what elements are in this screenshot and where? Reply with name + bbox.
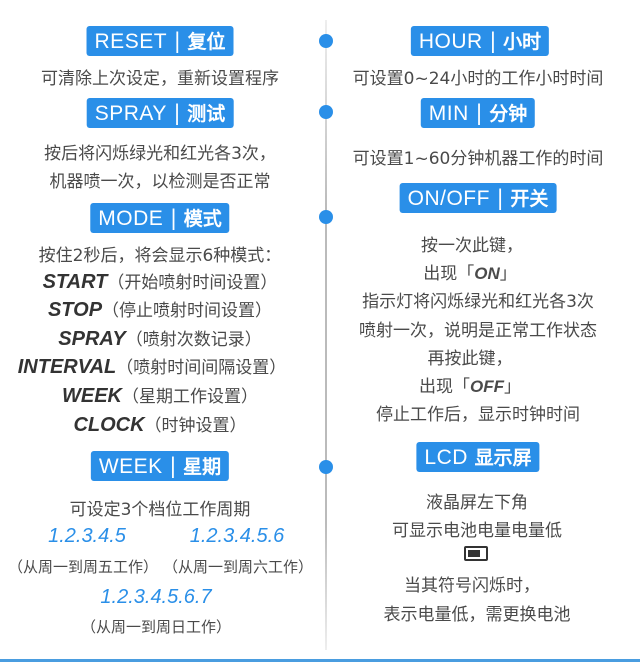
hour-desc: 可设置0~24小时的工作小时时间	[352, 69, 604, 89]
timeline-dot	[319, 210, 333, 224]
onoff-line: 停止工作后，显示时钟时间	[376, 405, 580, 425]
lcd-line: 表示电量低，需更换电池	[383, 605, 571, 625]
mode-item: INTERVAL（喷射时间间隔设置）	[17, 356, 287, 378]
lcd-badge: LCD 显示屏	[416, 442, 540, 472]
week-option-desc: （从周一到周六工作）	[162, 558, 314, 576]
mode-item: START（开始喷射时间设置）	[42, 271, 278, 293]
onoff-line: 出现「ON」	[423, 264, 517, 284]
reset-badge: RESET | 复位	[86, 26, 234, 56]
week-option-value: 1.2.3.4.5	[48, 525, 126, 547]
timeline-dot	[319, 34, 333, 48]
week-badge: WEEK | 星期	[90, 451, 230, 481]
timeline-line	[325, 20, 327, 650]
timeline-dot	[319, 460, 333, 474]
min-badge: MIN | 分钟	[420, 98, 536, 128]
lcd-line: 液晶屏左下角	[426, 493, 528, 513]
mode-badge: MODE | 模式	[90, 203, 230, 233]
week-option-value: 1.2.3.4.5.6	[189, 525, 285, 547]
week-option-value: 1.2.3.4.5.6.7	[100, 586, 212, 608]
lcd-line: 可显示电池电量电量低	[392, 521, 562, 541]
spray-desc: 机器喷一次，以检测是否正常	[49, 172, 271, 192]
mode-item: WEEK（星期工作设置）	[62, 385, 258, 407]
reset-desc: 可清除上次设定，重新设置程序	[41, 69, 279, 89]
onoff-line: 喷射一次，说明是正常工作状态	[359, 321, 597, 341]
mode-item: STOP（停止喷射时间设置）	[47, 299, 273, 321]
onoff-line: 指示灯将闪烁绿光和红光各3次	[362, 292, 594, 312]
mode-item: SPRAY（喷射次数记录）	[58, 328, 262, 350]
mode-intro: 按住2秒后，将会显示6种模式：	[38, 246, 282, 266]
spray-desc: 按后将闪烁绿光和红光各3次，	[44, 144, 276, 164]
battery-low-icon	[464, 546, 488, 566]
week-option-desc: （从周一到周五工作）	[7, 558, 159, 576]
timeline-dot	[319, 105, 333, 119]
week-desc: 可设定3个档位工作周期	[69, 500, 251, 520]
mode-item: CLOCK（时钟设置）	[73, 414, 247, 436]
onoff-line: 再按此键，	[427, 349, 513, 369]
lcd-line: 当其符号闪烁时，	[404, 576, 540, 596]
onoff-line: 按一次此键，	[421, 236, 523, 256]
bottom-divider	[0, 659, 640, 662]
min-desc: 可设置1~60分钟机器工作的时间	[352, 149, 604, 169]
onoff-badge: ON/OFF | 开关	[399, 183, 557, 213]
spray-badge: SPRAY | 测试	[86, 98, 234, 128]
onoff-line: 出现「OFF」	[419, 377, 521, 397]
hour-badge: HOUR | 小时	[410, 26, 550, 56]
week-option-desc: （从周一到周日工作）	[80, 618, 232, 636]
